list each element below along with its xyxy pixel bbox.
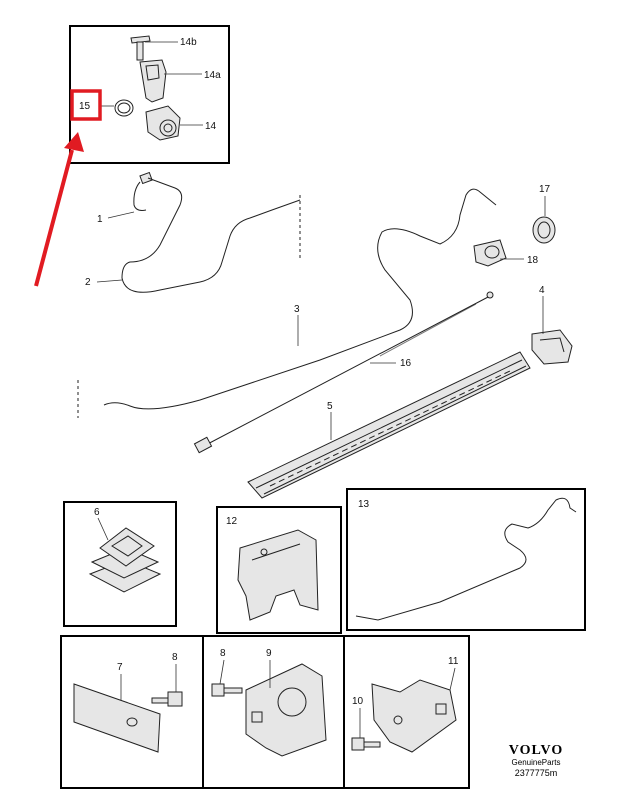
part-7-plate: [73, 683, 161, 753]
part-2-pipe: [121, 177, 301, 293]
volvo-brand-block: VOLVO GenuineParts 2377775m: [496, 743, 576, 779]
callout-16: 16: [400, 358, 412, 369]
callout-6: 6: [94, 507, 100, 518]
box-part-6: [63, 501, 177, 627]
part-12-shield: [237, 529, 319, 621]
highlight-box-callout-15: [70, 89, 102, 121]
part-9-bracket: [245, 663, 327, 757]
callout-7: 7: [117, 662, 123, 673]
part-1-connector: [133, 171, 153, 211]
part-14b-pin: [130, 35, 151, 61]
part-5-rail: [247, 351, 531, 499]
part-16-rod: [193, 291, 494, 454]
part-8-bolt: [151, 691, 183, 707]
callout-3: 3: [294, 304, 300, 315]
callout-14: 14: [205, 121, 217, 132]
highlight-arrow-head: [64, 132, 84, 152]
callout-11: 11: [448, 656, 459, 667]
part-17-clip: [532, 216, 556, 244]
leader-lines: [96, 41, 546, 738]
callout-9: 9: [266, 648, 272, 659]
callout-14b: 14b: [180, 37, 197, 48]
drawing-code: 2377775m: [514, 768, 558, 778]
part-15-o-ring: [114, 99, 134, 117]
callout-10: 10: [352, 696, 364, 707]
callout-8-middle: 8: [220, 648, 226, 659]
part-3-pipe: [103, 188, 497, 410]
part-6-grommet: [88, 527, 162, 593]
part-8-bolt-2: [211, 683, 243, 697]
genuine-parts-label: GenuineParts: [511, 758, 561, 767]
part-13-pipe: [355, 497, 577, 621]
callout-17: 17: [539, 184, 551, 195]
part-18-clip: [473, 239, 507, 267]
inset-box-clips: [69, 25, 230, 164]
box-parts-10-11: [343, 635, 470, 789]
highlight-arrow: [34, 149, 74, 287]
callout-5: 5: [327, 401, 333, 412]
callout-2: 2: [85, 277, 91, 288]
part-4-bracket: [531, 329, 573, 365]
part-10-bolt: [351, 737, 381, 751]
part-11-bracket: [371, 679, 457, 753]
callout-1: 1: [97, 214, 103, 225]
callout-18: 18: [527, 255, 539, 266]
part-14a-clip: [139, 59, 167, 103]
box-part-12: [216, 506, 342, 634]
volvo-logo: VOLVO: [508, 743, 564, 758]
box-part-13: [346, 488, 586, 631]
callout-14a: 14a: [204, 70, 221, 81]
callout-12: 12: [226, 516, 238, 527]
callout-8: 8: [172, 652, 178, 663]
part-14-holder: [145, 105, 181, 141]
callout-15: 15: [79, 101, 91, 112]
callout-4: 4: [539, 285, 545, 296]
callout-13: 13: [358, 499, 370, 510]
